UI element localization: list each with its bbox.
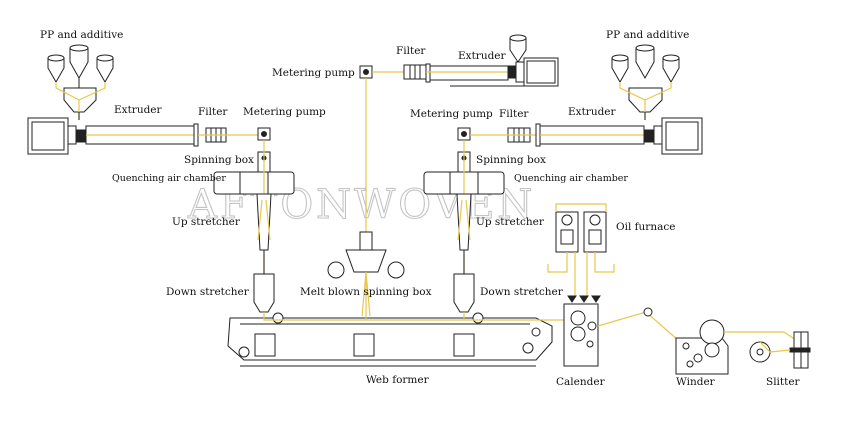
label-web-former: Web former xyxy=(366,374,430,386)
spinning-line-left xyxy=(213,140,295,313)
extruder-right xyxy=(535,117,703,155)
label-winder: Winder xyxy=(676,376,716,388)
hopper-group-left xyxy=(47,44,114,120)
label-melt-blown: Melt blown spinning box xyxy=(300,286,432,298)
label-pp-additive-right: PP and additive xyxy=(606,29,689,41)
filter-left xyxy=(198,127,258,143)
hopper-group-right xyxy=(611,44,680,120)
extruder-top xyxy=(425,57,559,87)
label-metering-pump-right: Metering pump xyxy=(410,108,493,120)
winder-machine xyxy=(675,319,797,375)
label-filter-left: Filter xyxy=(198,106,228,118)
label-extruder-top: Extruder xyxy=(458,50,507,62)
slitter-machine xyxy=(749,331,811,369)
label-metering-pump-top: Metering pump xyxy=(272,67,355,79)
extruder-left xyxy=(27,117,199,155)
label-extruder-left: Extruder xyxy=(114,104,163,116)
label-spinning-box-right: Spinning box xyxy=(476,154,546,166)
label-quenching-right: Quenching air chamber xyxy=(514,173,628,184)
filter-right xyxy=(470,127,540,143)
label-down-stretcher-left: Down stretcher xyxy=(166,286,250,298)
label-oil-furnace: Oil furnace xyxy=(616,221,675,233)
label-up-stretcher-right: Up stretcher xyxy=(476,216,545,228)
web-former xyxy=(227,312,568,367)
label-quenching-left: Quenching air chamber xyxy=(112,173,226,184)
oil-furnace xyxy=(547,203,615,296)
calender-machine xyxy=(563,295,679,367)
melt-blown-box xyxy=(327,78,405,317)
label-spinning-box-left: Spinning box xyxy=(184,154,254,166)
label-filter-top: Filter xyxy=(396,45,426,57)
label-pp-additive-left: PP and additive xyxy=(40,29,123,41)
spinning-line-right xyxy=(423,140,505,313)
label-down-stretcher-right: Down stretcher xyxy=(480,286,564,298)
label-calender: Calender xyxy=(556,376,606,388)
metering-pump-top xyxy=(359,65,404,79)
metering-pump-right xyxy=(457,127,471,152)
label-up-stretcher-left: Up stretcher xyxy=(172,216,241,228)
filter-top xyxy=(403,64,427,80)
label-metering-pump-left: Metering pump xyxy=(243,106,326,118)
label-extruder-right: Extruder xyxy=(568,106,617,118)
label-filter-right: Filter xyxy=(499,108,529,120)
label-slitter: Slitter xyxy=(766,376,801,388)
